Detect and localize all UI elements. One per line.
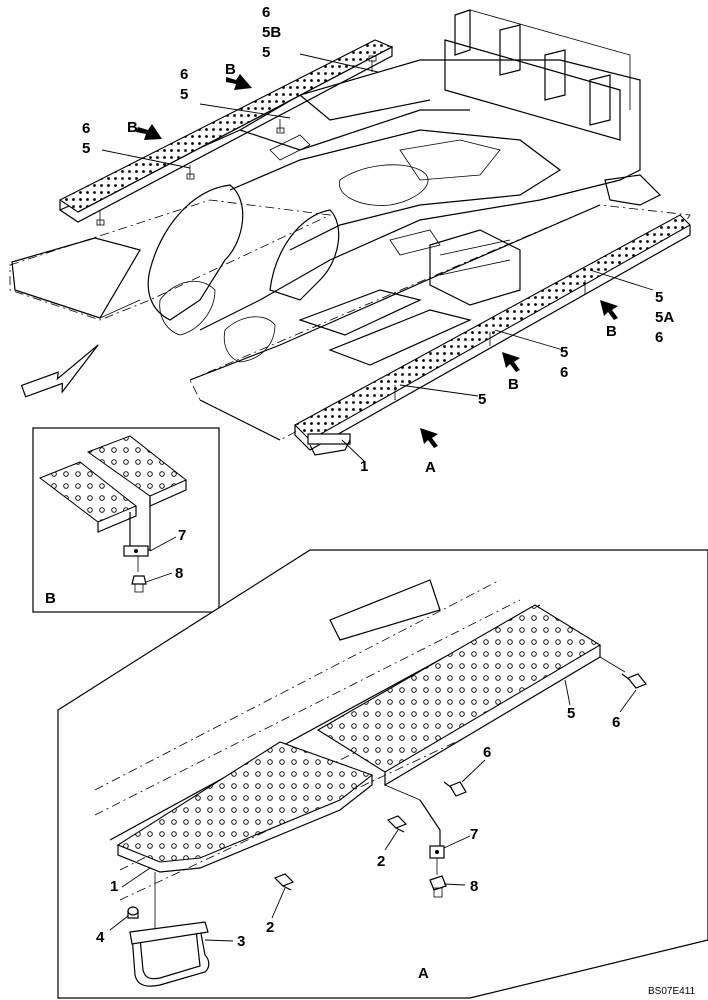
detail-a-step-1 [116,741,374,863]
detail-b-view: 7 8 B [32,427,220,613]
arrow-label-b-3: B [606,323,617,340]
detail-a-callout-2-upper: 2 [377,853,385,870]
callout-right-mid-1: 5 [560,344,568,361]
callout-left-top-3: 5 [262,44,270,61]
detail-a-label: A [418,965,429,982]
detail-a-callout-2-lower: 2 [266,919,274,936]
main-callouts: 6 5B 5 6 5 6 5 5 5A 6 5 6 5 1 B B B B A [82,4,674,476]
detail-a-callout-6-mid: 6 [483,744,491,761]
callout-right-top-2: 5A [655,309,674,326]
detail-a-callout-6-right: 6 [612,714,620,731]
callout-right-mid-2: 6 [560,364,568,381]
callout-left-mid-2: 5 [180,86,188,103]
detail-a-callout-3: 3 [237,933,245,950]
callout-left-low-1: 6 [82,120,90,137]
callout-step-1: 1 [360,458,368,475]
arrow-label-b-1: B [225,61,236,78]
bolt-2-lower-icon [273,873,295,891]
arrow-label-b-2: B [127,119,138,136]
arrow-label-a: A [425,459,436,476]
bolt-6-mid-icon [443,781,467,797]
detail-a-callout-8: 8 [470,878,478,895]
callout-left-top-1: 6 [262,4,270,21]
detail-a-callout-7: 7 [470,826,478,843]
detail-a-view: 5 6 6 7 2 2 8 1 4 3 A [57,549,708,999]
callout-left-top-2: 5B [262,24,281,41]
detail-a-callout-1: 1 [110,878,118,895]
callout-left-low-2: 5 [82,140,90,157]
bolt-2-upper-icon [386,815,408,833]
detail-a-callout-5: 5 [567,705,575,722]
arrow-label-b-4: B [508,376,519,393]
callout-right-top-3: 6 [655,329,663,346]
detail-b-callout-7: 7 [178,527,186,544]
detail-a-callout-4: 4 [96,929,105,946]
figure-code: BS07E411 [648,986,696,997]
callout-right-low-1: 5 [478,391,486,408]
callout-right-top-1: 5 [655,289,663,306]
bolt-6-right-icon [621,673,647,689]
front-direction-arrow-icon [20,344,99,398]
main-frame-view [9,9,691,463]
detail-b-callout-8: 8 [175,565,183,582]
callout-left-mid-1: 6 [180,66,188,83]
detail-b-label: B [45,590,56,607]
